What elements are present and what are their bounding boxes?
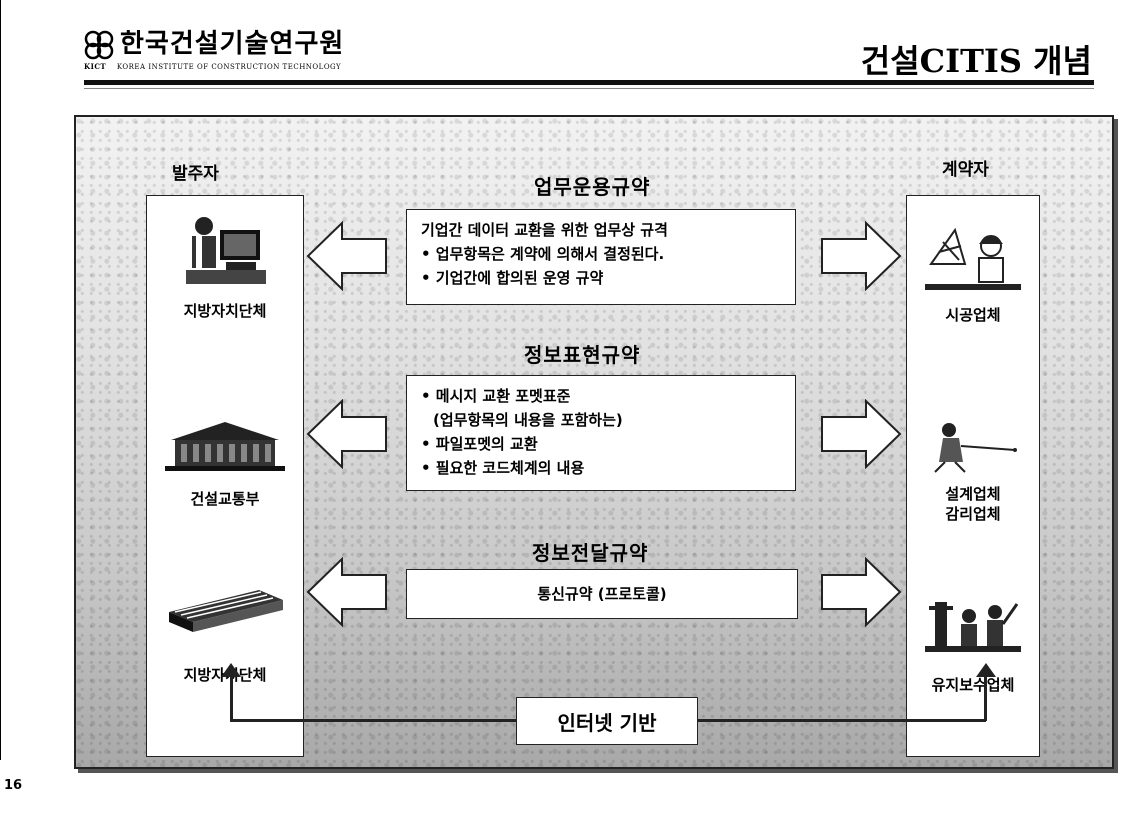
internet-base-label: 인터넷 기반 — [557, 710, 657, 735]
section-2-line-3: • 파일포멧의 교환 — [421, 435, 538, 453]
left-page-edge — [0, 0, 1, 760]
section-3-title: 정보전달규약 — [532, 541, 649, 565]
section-3-line-1: 통신규약 (프로토콜) — [537, 585, 667, 603]
left-entity-1-label: 지방자치단체 — [183, 302, 267, 320]
right-arrow-1 — [821, 221, 902, 291]
section-1-line-2: • 업무항목은 계약에 의해서 결정된다. — [421, 245, 665, 263]
office-building-icon — [169, 590, 283, 632]
section-2-line-4: • 필요한 코드체계의 내용 — [421, 459, 585, 477]
right-connector-vertical — [984, 673, 987, 721]
kict-logo-icon — [84, 30, 114, 60]
right-arrow-2 — [821, 399, 902, 469]
government-building-icon — [165, 422, 285, 471]
section-1-line-3: • 기업간에 합의된 운영 규약 — [421, 269, 604, 287]
section-1-line-1: 기업간 데이터 교환을 위한 업무상 규격 — [421, 221, 668, 239]
citis-concept-diagram: 발주자 계약자 지방자치단체 건설교통부 — [74, 115, 1114, 769]
right-entity-3-label: 유지보수업체 — [931, 676, 1015, 694]
page-number: 16 — [4, 778, 23, 793]
section-2-box: • 메시지 교환 포멧표준 (업무항목의 내용을 포함하는) • 파일포멧의 교… — [406, 375, 796, 491]
section-1-box: 기업간 데이터 교환을 위한 업무상 규격 • 업무항목은 계약에 의해서 결정… — [406, 209, 796, 305]
right-entity-1-label: 시공업체 — [945, 306, 1001, 324]
right-connector-horizontal — [696, 719, 986, 722]
left-column-title: 발주자 — [172, 164, 219, 184]
section-2-title: 정보표현규약 — [524, 343, 641, 367]
left-arrow-3 — [306, 557, 387, 627]
right-column-title: 계약자 — [942, 160, 989, 180]
contractor-column: 시공업체 설계업체 감리업체 유지보수업체 — [906, 195, 1040, 757]
section-1-title: 업무운용규약 — [534, 175, 651, 199]
right-arrow-3 — [821, 557, 902, 627]
maintenance-workers-icon — [925, 602, 1021, 652]
org-logo: 한국건설기술연구원 — [84, 30, 344, 60]
right-entity-2-label: 설계업체 감리업체 — [945, 485, 1001, 523]
header-rule — [84, 80, 1094, 85]
left-arrow-2 — [306, 399, 387, 469]
org-subtitle: KICT KOREA INSTITUTE OF CONSTRUCTION TEC… — [84, 62, 341, 71]
left-arrow-1 — [306, 221, 387, 291]
org-english-name: KOREA INSTITUTE OF CONSTRUCTION TECHNOLO… — [116, 63, 342, 71]
org-abbr: KICT — [84, 62, 107, 71]
left-connector-vertical — [230, 673, 233, 721]
section-3-box: 통신규약 (프로토콜) — [406, 569, 798, 619]
org-name: 한국건설기술연구원 — [120, 29, 345, 59]
left-up-arrowhead — [221, 663, 241, 677]
left-connector-horizontal — [230, 719, 516, 722]
surveyor-icon — [934, 423, 1017, 473]
left-entity-2-label: 건설교통부 — [190, 490, 260, 508]
header-rule-thin — [84, 88, 1094, 89]
person-at-computer-icon — [186, 217, 266, 284]
right-up-arrowhead — [976, 663, 996, 677]
construction-worker-icon — [925, 227, 1021, 290]
section-2-line-1: • 메시지 교환 포멧표준 — [421, 387, 571, 405]
internet-base-box: 인터넷 기반 — [516, 697, 698, 745]
section-2-line-2: (업무항목의 내용을 포함하는) — [433, 411, 623, 429]
slide-title: 건설CITIS 개념 — [860, 42, 1092, 80]
